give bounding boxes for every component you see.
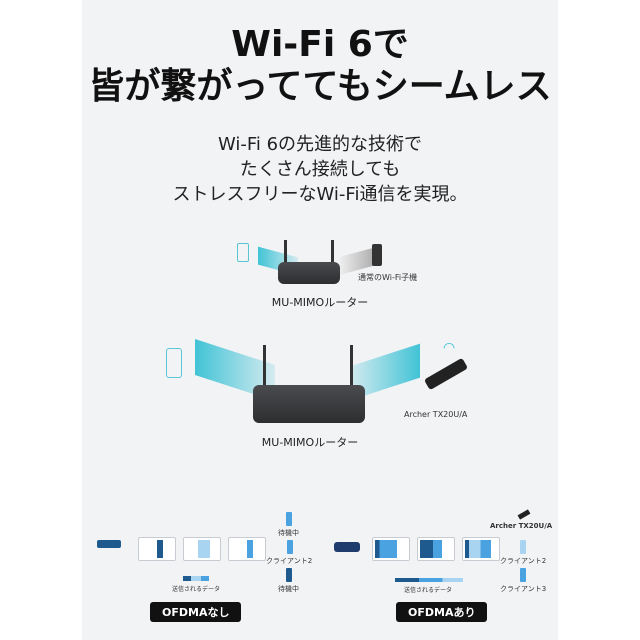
- antenna: [350, 345, 353, 395]
- client-icon: [286, 568, 292, 582]
- data-legend-label: 送信されるデータ: [172, 586, 221, 593]
- antenna: [284, 240, 287, 268]
- router-label: MU-MIMOルーター: [261, 436, 359, 449]
- client-label: 待機中: [278, 585, 299, 593]
- headline-line1: Wi-Fi 6で: [231, 24, 409, 65]
- phone-icon: [166, 348, 182, 378]
- wifi-icon: ◠: [443, 340, 456, 356]
- antenna: [331, 240, 334, 268]
- client-label: クライアント3: [500, 585, 547, 593]
- truck-icon: [183, 537, 221, 561]
- data-legend-bar: [183, 576, 209, 581]
- client-label: Archer TX20U/A: [490, 522, 553, 530]
- client-icon: [520, 540, 526, 554]
- client-icon: [286, 512, 292, 526]
- data-legend-label: 送信されるデータ: [404, 587, 453, 594]
- headline-line2: 皆が繋がっててもシームレス: [88, 66, 552, 107]
- client-icon: [287, 540, 293, 554]
- truck-icon: [138, 537, 176, 561]
- router-label: MU-MIMOルーター: [271, 296, 369, 309]
- phone-icon: [237, 243, 249, 262]
- truck-icon: [462, 537, 500, 561]
- antenna: [263, 345, 266, 395]
- device-label: 通常のWi-Fi子機: [358, 273, 418, 282]
- truck-icon: [417, 537, 455, 561]
- usb-adapter-icon: [372, 244, 382, 266]
- client-label: クライアント2: [266, 557, 313, 565]
- router-icon: [334, 542, 360, 552]
- ofdma-on-badge: OFDMAあり: [396, 602, 488, 622]
- background-panel: [82, 0, 558, 640]
- client-label: 待機中: [278, 529, 299, 537]
- truck-icon: [228, 537, 266, 561]
- device-label: Archer TX20U/A: [404, 410, 468, 419]
- client-label: クライアント2: [500, 557, 547, 565]
- subtitle-line3: ストレスフリーなWi-Fi通信を実現。: [172, 184, 468, 205]
- subtitle-line2: たくさん接続しても: [239, 159, 401, 180]
- data-legend-bar: [395, 578, 463, 582]
- router-icon: [97, 540, 121, 548]
- truck-icon: [372, 537, 410, 561]
- client-icon: [520, 568, 526, 582]
- subtitle-line1: Wi-Fi 6の先進的な技術で: [217, 134, 423, 155]
- router-image: [278, 262, 340, 284]
- router-image: [253, 385, 365, 423]
- ofdma-off-badge: OFDMAなし: [150, 602, 242, 622]
